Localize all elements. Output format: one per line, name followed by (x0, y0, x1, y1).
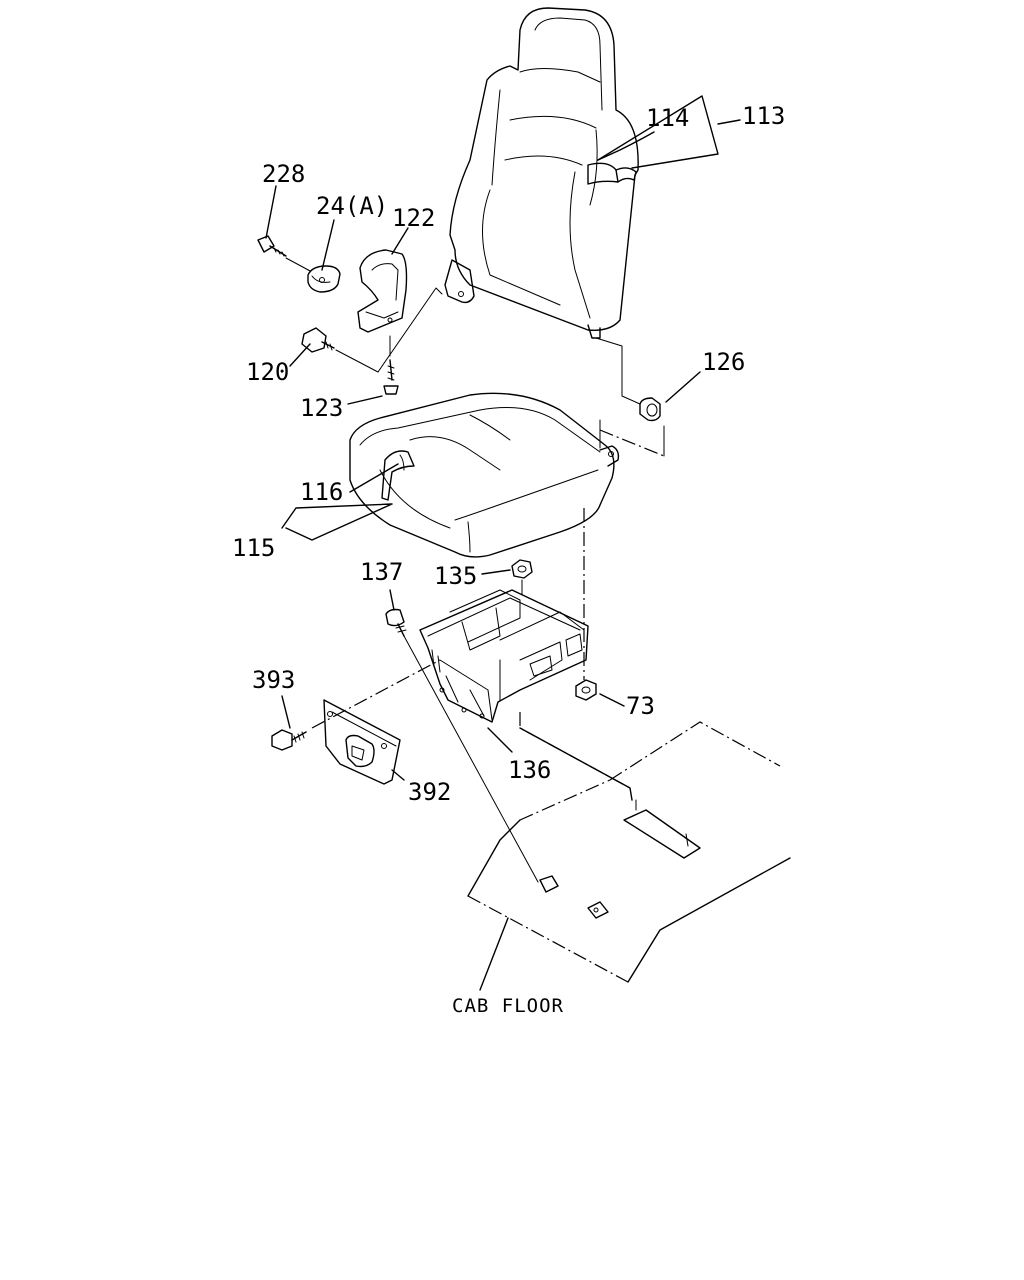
seat-cushion (349, 392, 620, 558)
bracket-122 (357, 249, 408, 333)
callout-126: 126 (702, 348, 745, 376)
callout-137: 137 (360, 558, 403, 586)
callout-120: 120 (246, 358, 289, 386)
seat-back (444, 7, 639, 339)
cab-floor-label: CAB FLOOR (452, 995, 564, 1017)
callout-115: 115 (232, 534, 275, 562)
connector-line (403, 635, 539, 883)
callout-228: 228 (262, 160, 305, 188)
callout-114: 114 (646, 104, 689, 132)
bolt-228 (257, 235, 313, 273)
bolt-137 (385, 608, 407, 637)
bolt-393 (271, 729, 307, 751)
callout-73: 73 (626, 692, 655, 720)
callout-392: 392 (408, 778, 451, 806)
connector-line (595, 337, 641, 405)
centerline (599, 429, 665, 457)
leader-cab-floor (479, 917, 509, 991)
nut-135 (511, 559, 533, 601)
centerline (311, 659, 441, 729)
callout-labels: 228 24(A) 122 114 113 120 123 126 116 11… (232, 102, 785, 1017)
callout-393: 393 (252, 666, 295, 694)
callout-122: 122 (392, 204, 435, 232)
bolt-120 (301, 327, 379, 373)
connector-line (377, 287, 443, 373)
callout-116: 116 (300, 478, 343, 506)
connector-line (599, 419, 665, 457)
screw-123 (383, 335, 399, 395)
callout-135: 135 (434, 562, 477, 590)
callout-24a: 24(A) (316, 192, 388, 220)
bushing-126 (639, 397, 661, 422)
cap-24a (307, 265, 341, 293)
leader-lines (265, 95, 741, 781)
cover-plate-392 (323, 699, 401, 785)
seat-base-frame (419, 589, 589, 723)
callout-123: 123 (300, 394, 343, 422)
callout-136: 136 (508, 756, 551, 784)
nut-73 (575, 679, 597, 701)
cab-floor (467, 712, 791, 983)
callout-113: 113 (742, 102, 785, 130)
